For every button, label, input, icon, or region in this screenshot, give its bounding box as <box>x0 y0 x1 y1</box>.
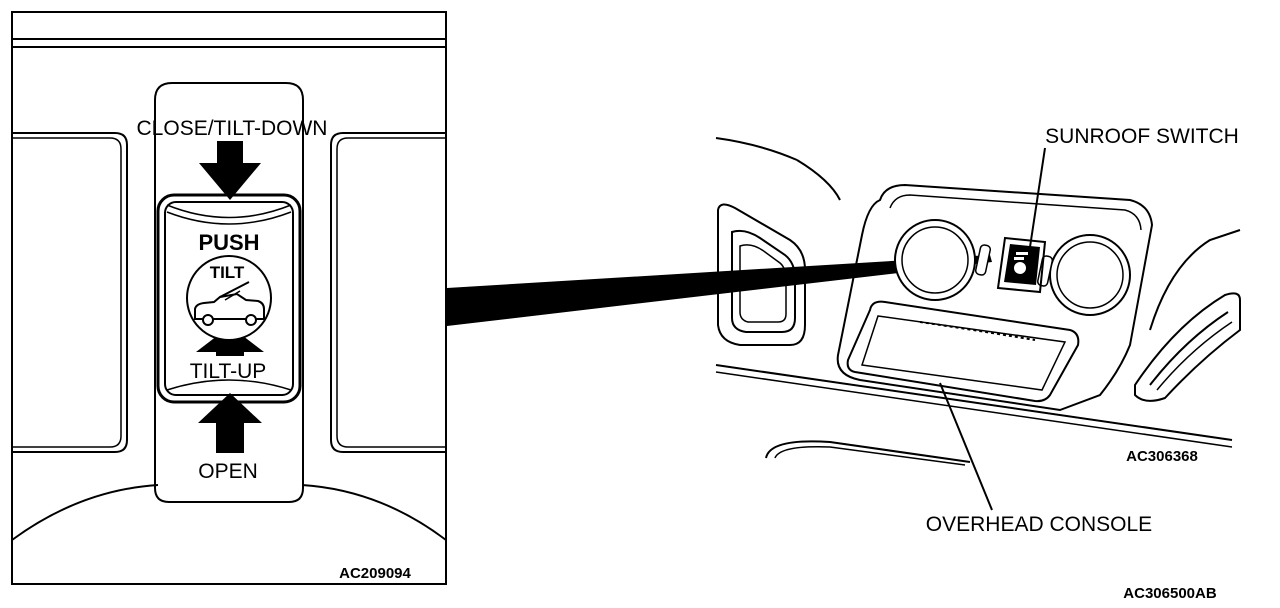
open-arrow <box>198 393 262 453</box>
close-tilt-down-label: CLOSE/TILT-DOWN <box>137 117 328 140</box>
car-tilt-icon <box>194 281 265 326</box>
right-handle <box>1134 292 1241 402</box>
switch-top-scallop <box>166 204 292 219</box>
open-label: OPEN <box>198 460 258 483</box>
left-handle <box>717 203 806 346</box>
overhead-console-leader <box>939 382 993 511</box>
overhead-console-view <box>715 137 1241 511</box>
map-light-lens <box>846 300 1080 403</box>
lower-trim-curve <box>11 484 159 541</box>
switch-bezel <box>154 82 304 503</box>
callout-wedge <box>447 255 992 326</box>
headliner-lower-curve <box>765 440 971 463</box>
detail-figure-code: AC209094 <box>339 565 411 582</box>
switch-detail-panel: CLOSE/TILT-DOWN PUSH TILT TILT-UP OPEN A… <box>11 11 447 585</box>
console-figure-code: AC306368 <box>1126 448 1198 465</box>
close-tilt-down-arrow <box>199 141 261 200</box>
tilt-label: TILT <box>210 263 245 282</box>
sunroof-switch-leader <box>1029 147 1046 248</box>
tilt-up-label: TILT-UP <box>190 360 267 383</box>
left-side-panel <box>12 132 128 453</box>
push-label: PUSH <box>198 230 259 255</box>
overhead-console-label: OVERHEAD CONSOLE <box>926 513 1152 536</box>
sheet-code: AC306500AB <box>1123 585 1217 602</box>
lens-texture <box>919 321 1036 341</box>
sunroof-switch-label: SUNROOF SWITCH <box>1045 125 1239 148</box>
right-side-panel <box>330 132 446 453</box>
right-lamp-lens <box>1049 234 1131 316</box>
tilt-up-arrow <box>196 326 264 356</box>
switch-bottom-scallop <box>166 379 292 391</box>
left-lamp-lens <box>894 219 976 301</box>
console-housing <box>836 183 1154 412</box>
